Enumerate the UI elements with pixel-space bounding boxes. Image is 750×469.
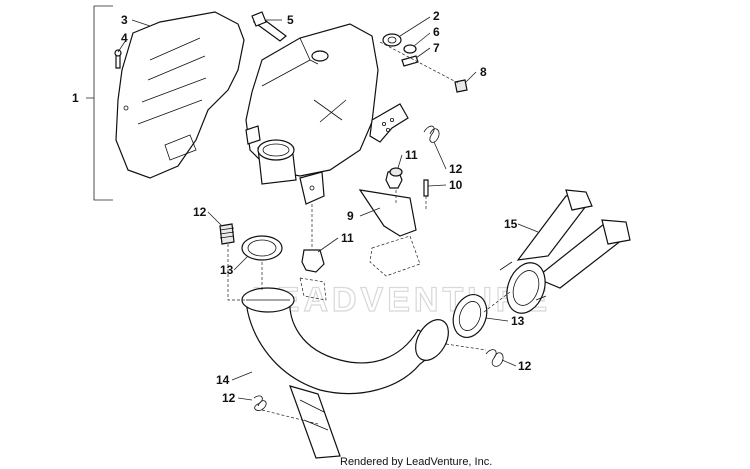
plug-part-8 <box>454 79 468 93</box>
leader-13-left <box>233 255 249 271</box>
callout-10: 10 <box>449 178 463 192</box>
callout-2: 2 <box>433 9 440 23</box>
watermark-text: LEADVENTURE <box>252 281 551 319</box>
rubber-mount-lower <box>299 249 327 301</box>
mount-bracket <box>369 103 409 143</box>
spring-upper-right <box>423 125 440 143</box>
leader-11-lower <box>317 237 339 253</box>
muffler <box>245 23 379 205</box>
grommet-part-2 <box>382 33 402 47</box>
gasket-ring-right <box>452 294 488 338</box>
callout-4: 4 <box>121 31 128 45</box>
callout-12-upper-right: 12 <box>449 162 463 176</box>
callout-11-upper: 11 <box>405 148 418 162</box>
leader-11-upper <box>397 154 403 169</box>
footer-credit: Rendered by LeadVenture, Inc. <box>340 456 492 468</box>
callout-9: 9 <box>347 209 354 223</box>
bracket-part-9 <box>358 189 421 277</box>
callout-3: 3 <box>121 13 128 27</box>
callout-7: 7 <box>433 41 440 55</box>
screw-part-10 <box>423 179 429 197</box>
leader-14 <box>231 371 253 381</box>
leader-12-upper-right <box>433 141 447 170</box>
spring-bottom-left <box>253 395 267 411</box>
exhaust-pipe <box>241 287 449 459</box>
rubber-mount-upper <box>385 167 403 189</box>
axis-line-2-8 <box>379 41 461 85</box>
leader-12-left <box>207 211 223 227</box>
callout-15: 15 <box>504 217 518 231</box>
leader-15 <box>517 223 539 233</box>
leader-12-right <box>501 359 517 367</box>
gasket-ring-left <box>241 235 283 261</box>
axis-line-right <box>445 291 511 351</box>
callout-13-right: 13 <box>511 314 525 328</box>
leader-4 <box>117 39 127 53</box>
axis-line-left <box>227 244 263 301</box>
group-bracket-1 <box>86 5 113 201</box>
callout-12-right: 12 <box>518 359 532 373</box>
callout-8: 8 <box>480 65 487 79</box>
callout-14: 14 <box>216 373 230 387</box>
bolt-part-5 <box>251 11 287 42</box>
leader-12-bottom <box>237 397 253 401</box>
callout-11-lower: 11 <box>341 231 354 245</box>
leader-7 <box>415 47 431 59</box>
leader-8 <box>465 71 477 83</box>
callout-1: 1 <box>72 91 79 105</box>
callout-6: 6 <box>433 25 440 39</box>
leader-6 <box>413 32 431 47</box>
callout-5: 5 <box>287 13 294 27</box>
heat-shield <box>115 11 245 179</box>
leader-2 <box>399 16 431 37</box>
axis-line-center <box>311 190 427 248</box>
leader-9 <box>359 207 381 217</box>
leader-3 <box>131 19 151 27</box>
leader-13-right <box>485 317 509 322</box>
leader-10 <box>427 184 447 187</box>
washer-part-6 <box>403 44 417 54</box>
spring-left <box>219 223 235 245</box>
spring-right <box>485 349 504 367</box>
callout-13-left: 13 <box>220 263 234 277</box>
callout-12-bottom: 12 <box>222 391 236 405</box>
callout-12-left: 12 <box>193 205 207 219</box>
screw-part-4 <box>114 49 122 69</box>
header-manifold <box>499 189 631 314</box>
